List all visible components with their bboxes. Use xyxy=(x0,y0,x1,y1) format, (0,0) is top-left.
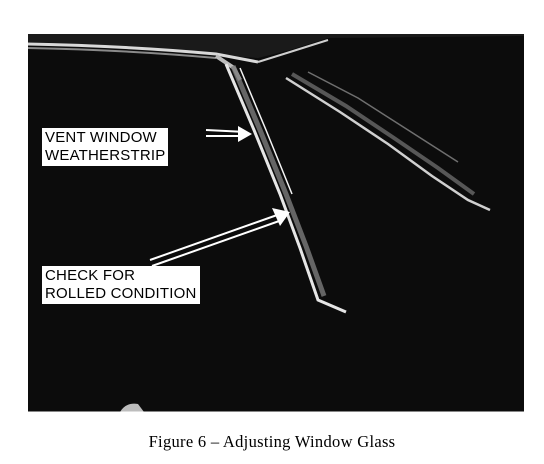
check-rolled-condition-label: CHECK FOR ROLLED CONDITION xyxy=(42,266,200,304)
check-rolled-label-line1: CHECK FOR xyxy=(45,267,136,284)
check-rolled-label-line2: ROLLED CONDITION xyxy=(45,285,197,302)
figure-photo xyxy=(28,34,524,412)
vent-window-label-line1: VENT WINDOW xyxy=(45,129,157,146)
vent-window-weatherstrip-label: VENT WINDOW WEATHERSTRIP xyxy=(42,128,169,166)
vent-window-label-line2: WEATHERSTRIP xyxy=(45,147,166,164)
figure-caption: Figure 6 – Adjusting Window Glass xyxy=(148,432,396,451)
